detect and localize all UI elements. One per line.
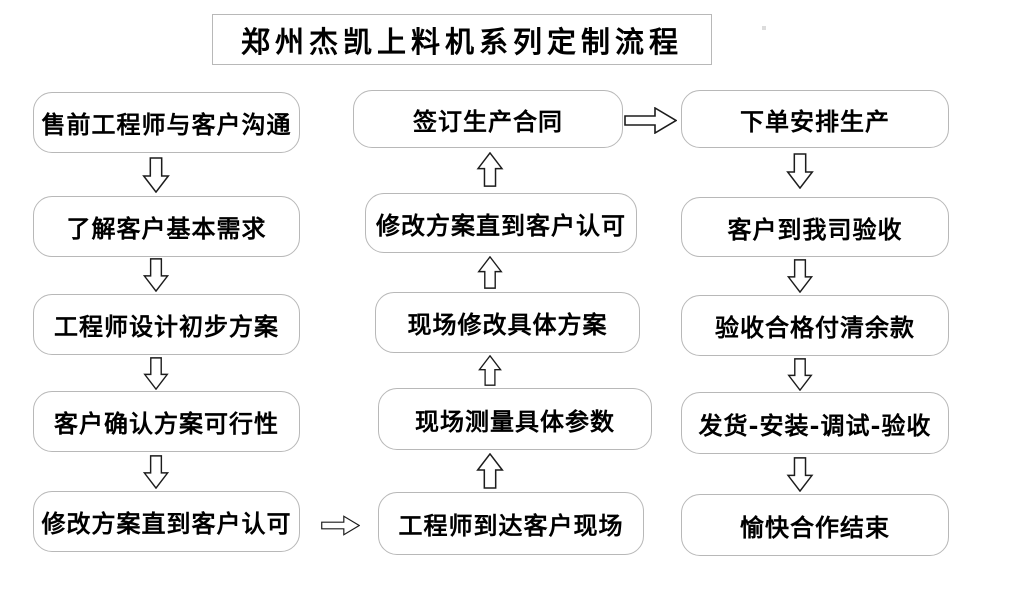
arrow-down-icon	[142, 157, 170, 193]
arrow-down-icon	[143, 357, 169, 390]
flow-node-left-2: 了解客户基本需求	[33, 196, 300, 257]
flow-node-left-3: 工程师设计初步方案	[33, 294, 300, 355]
flowchart-title-box: 郑州杰凯上料机系列定制流程	[212, 14, 712, 65]
flow-node-left-1: 售前工程师与客户沟通	[33, 92, 300, 153]
arrow-right-icon	[624, 107, 677, 134]
stray-mark	[762, 26, 766, 30]
arrow-down-icon	[787, 358, 813, 391]
arrow-right-icon	[321, 515, 360, 536]
flowchart-title: 郑州杰凯上料机系列定制流程	[240, 24, 683, 59]
flow-node-right-1: 下单安排生产	[681, 90, 949, 148]
arrow-down-icon	[142, 455, 170, 489]
flow-node-middle-4: 现场测量具体参数	[378, 388, 652, 450]
arrow-down-icon	[786, 259, 814, 293]
arrow-up-icon	[476, 152, 504, 187]
flow-node-left-4: 客户确认方案可行性	[33, 391, 300, 452]
arrow-up-icon	[476, 453, 504, 489]
flow-node-right-3: 验收合格付清余款	[681, 295, 949, 356]
flow-node-right-2: 客户到我司验收	[681, 197, 949, 257]
flow-node-right-5: 愉快合作结束	[681, 494, 949, 556]
flow-node-right-4: 发货-安装-调试-验收	[681, 392, 949, 454]
arrow-down-icon	[786, 457, 814, 492]
flow-node-left-5: 修改方案直到客户认可	[33, 491, 300, 552]
flow-node-middle-5: 工程师到达客户现场	[378, 492, 644, 555]
arrow-down-icon	[142, 258, 170, 292]
flow-node-middle-3: 现场修改具体方案	[375, 292, 640, 353]
arrow-up-icon	[478, 355, 502, 386]
flow-node-middle-2: 修改方案直到客户认可	[365, 193, 637, 253]
arrow-down-icon	[786, 153, 814, 189]
flow-node-middle-1: 签订生产合同	[353, 90, 623, 148]
arrow-up-icon	[477, 256, 503, 289]
